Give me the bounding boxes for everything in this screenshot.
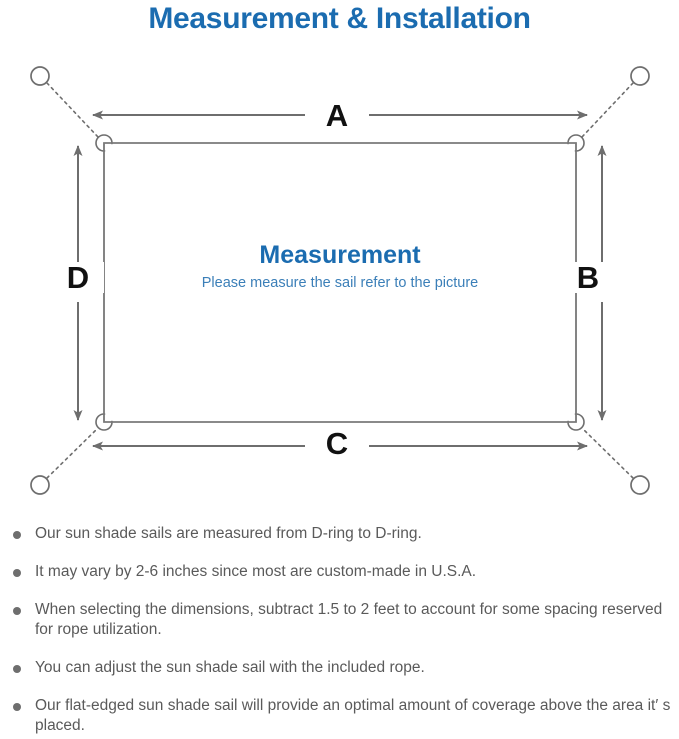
sail-center-caption: Measurement Please measure the sail refe… [105, 240, 575, 292]
list-item: Our flat-edged sun shade sail will provi… [0, 696, 679, 736]
bullet-icon [13, 531, 21, 539]
rope-bottom-right [581, 427, 634, 479]
anchor-ring-top-right [630, 66, 650, 86]
note-text: It may vary by 2-6 inches since most are… [35, 563, 477, 580]
note-text: Our flat-edged sun shade sail will provi… [35, 697, 671, 734]
d-ring-masks [105, 144, 575, 421]
note-text: You can adjust the sun shade sail with t… [35, 659, 425, 676]
bullet-icon [13, 703, 21, 711]
note-text: Our sun shade sails are measured from D-… [35, 525, 422, 542]
anchor-ring-top-left [30, 66, 50, 86]
sail-center-subtext: Please measure the sail refer to the pic… [201, 275, 479, 291]
list-item: Our sun shade sails are measured from D-… [0, 524, 679, 544]
sail-rectangle-overstroke [103, 142, 577, 423]
bullet-icon [13, 569, 21, 577]
bullet-icon [13, 607, 21, 615]
measurement-diagram: A B C D Measurement Please measure the s… [0, 40, 679, 515]
page-title: Measurement & Installation [148, 2, 531, 35]
anchor-ring-bottom-right [630, 475, 650, 495]
rope-top-right [581, 82, 634, 138]
rope-top-left [46, 82, 99, 138]
dimension-label-c: C [305, 428, 369, 459]
sail-center-heading: Measurement [259, 241, 421, 269]
list-item: It may vary by 2-6 inches since most are… [0, 562, 679, 582]
anchor-ring-bottom-left [30, 475, 50, 495]
list-item: You can adjust the sun shade sail with t… [0, 658, 679, 678]
notes-list: Our sun shade sails are measured from D-… [0, 524, 679, 736]
dimension-label-b: B [562, 262, 614, 293]
dimension-label-d: D [52, 262, 104, 293]
list-item: When selecting the dimensions, subtract … [0, 600, 679, 640]
note-text: When selecting the dimensions, subtract … [35, 601, 663, 638]
rope-bottom-left [46, 427, 99, 479]
bullet-icon [13, 665, 21, 673]
dimension-label-a: A [305, 100, 369, 131]
